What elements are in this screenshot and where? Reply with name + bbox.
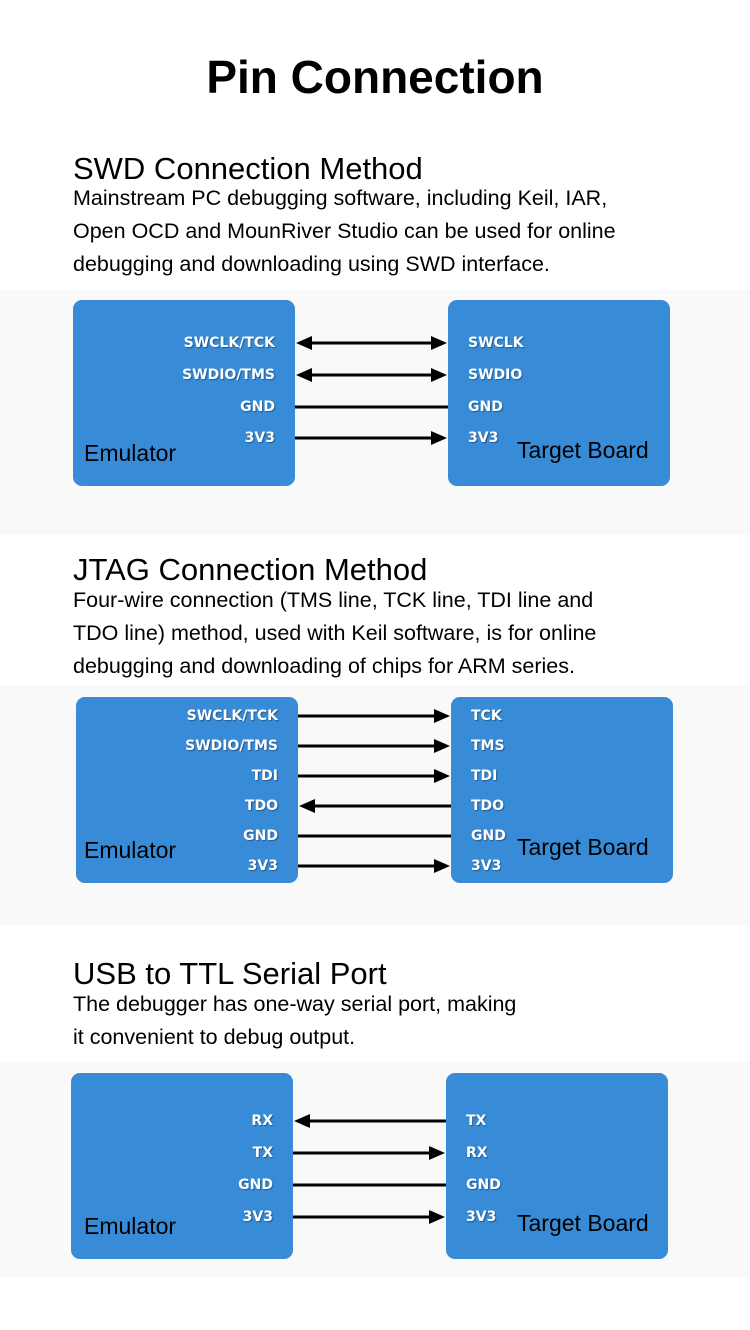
target-pin-label: GND xyxy=(468,399,503,415)
description-line: Four-wire connection (TMS line, TCK line… xyxy=(73,588,594,612)
target-pin-label: GND xyxy=(471,828,506,844)
arrow-right-icon xyxy=(434,739,450,753)
emulator-pin-label: GND xyxy=(238,1177,273,1193)
section-heading: SWD Connection Method xyxy=(73,151,423,186)
target-pin-label: GND xyxy=(466,1177,501,1193)
description-line: it convenient to debug output. xyxy=(73,1025,356,1049)
target-pin-label: 3V3 xyxy=(471,858,502,874)
target-board-label: Target Board xyxy=(517,834,649,860)
target-pin-label: TMS xyxy=(471,738,505,754)
emulator-box xyxy=(73,300,295,486)
emulator-box xyxy=(71,1073,293,1259)
target-pin-label: SWCLK xyxy=(468,335,524,351)
emulator-pin-label: GND xyxy=(243,828,278,844)
target-pin-label: TCK xyxy=(471,708,502,724)
section-description: The debugger has one-way serial port, ma… xyxy=(73,988,743,1054)
emulator-pin-label: 3V3 xyxy=(244,430,275,446)
emulator-pin-label: SWDIO/TMS xyxy=(185,738,278,754)
description-line: debugging and downloading of chips for A… xyxy=(73,654,575,678)
emulator-pin-label: 3V3 xyxy=(242,1209,273,1225)
arrow-left-icon xyxy=(299,799,315,813)
emulator-pin-label: GND xyxy=(240,399,275,415)
target-board-label: Target Board xyxy=(517,437,649,463)
description-line: Open OCD and MounRiver Studio can be use… xyxy=(73,219,616,243)
emulator-pin-label: TX xyxy=(252,1145,273,1161)
target-pin-label: 3V3 xyxy=(466,1209,497,1225)
description-line: Mainstream PC debugging software, includ… xyxy=(73,186,608,210)
arrow-right-icon xyxy=(431,368,447,382)
arrow-right-icon xyxy=(429,1210,445,1224)
arrow-right-icon xyxy=(434,769,450,783)
description-line: The debugger has one-way serial port, ma… xyxy=(73,992,517,1016)
emulator-label: Emulator xyxy=(84,440,177,466)
arrow-right-icon xyxy=(434,859,450,873)
arrow-right-icon xyxy=(431,431,447,445)
section-heading: USB to TTL Serial Port xyxy=(73,956,387,991)
arrow-right-icon xyxy=(429,1146,445,1160)
arrow-left-icon xyxy=(296,368,312,382)
emulator-box xyxy=(76,697,298,883)
arrow-left-icon xyxy=(296,336,312,350)
emulator-pin-label: TDI xyxy=(251,768,278,784)
emulator-pin-label: SWCLK/TCK xyxy=(183,335,275,351)
target-board-box xyxy=(451,697,673,883)
target-board-box xyxy=(448,300,670,486)
emulator-pin-label: RX xyxy=(251,1113,273,1129)
target-board-box xyxy=(446,1073,668,1259)
arrow-left-icon xyxy=(294,1114,310,1128)
target-pin-label: SWDIO xyxy=(468,367,523,383)
arrow-right-icon xyxy=(434,709,450,723)
section-heading: JTAG Connection Method xyxy=(73,552,428,587)
emulator-pin-label: TDO xyxy=(244,798,278,814)
emulator-pin-label: SWCLK/TCK xyxy=(186,708,278,724)
emulator-label: Emulator xyxy=(84,837,177,863)
section-description: Mainstream PC debugging software, includ… xyxy=(73,182,743,281)
target-pin-label: RX xyxy=(466,1145,488,1161)
description-line: debugging and downloading using SWD inte… xyxy=(73,252,550,276)
emulator-pin-label: 3V3 xyxy=(247,858,278,874)
emulator-pin-label: SWDIO/TMS xyxy=(182,367,275,383)
target-pin-label: TX xyxy=(466,1113,487,1129)
target-board-label: Target Board xyxy=(517,1210,649,1236)
page-title: Pin Connection xyxy=(206,51,544,103)
target-pin-label: TDO xyxy=(471,798,505,814)
target-pin-label: 3V3 xyxy=(468,430,499,446)
arrow-right-icon xyxy=(431,336,447,350)
emulator-label: Emulator xyxy=(84,1213,177,1239)
description-line: TDO line) method, used with Keil softwar… xyxy=(73,621,597,645)
section-description: Four-wire connection (TMS line, TCK line… xyxy=(73,584,743,683)
target-pin-label: TDI xyxy=(471,768,498,784)
